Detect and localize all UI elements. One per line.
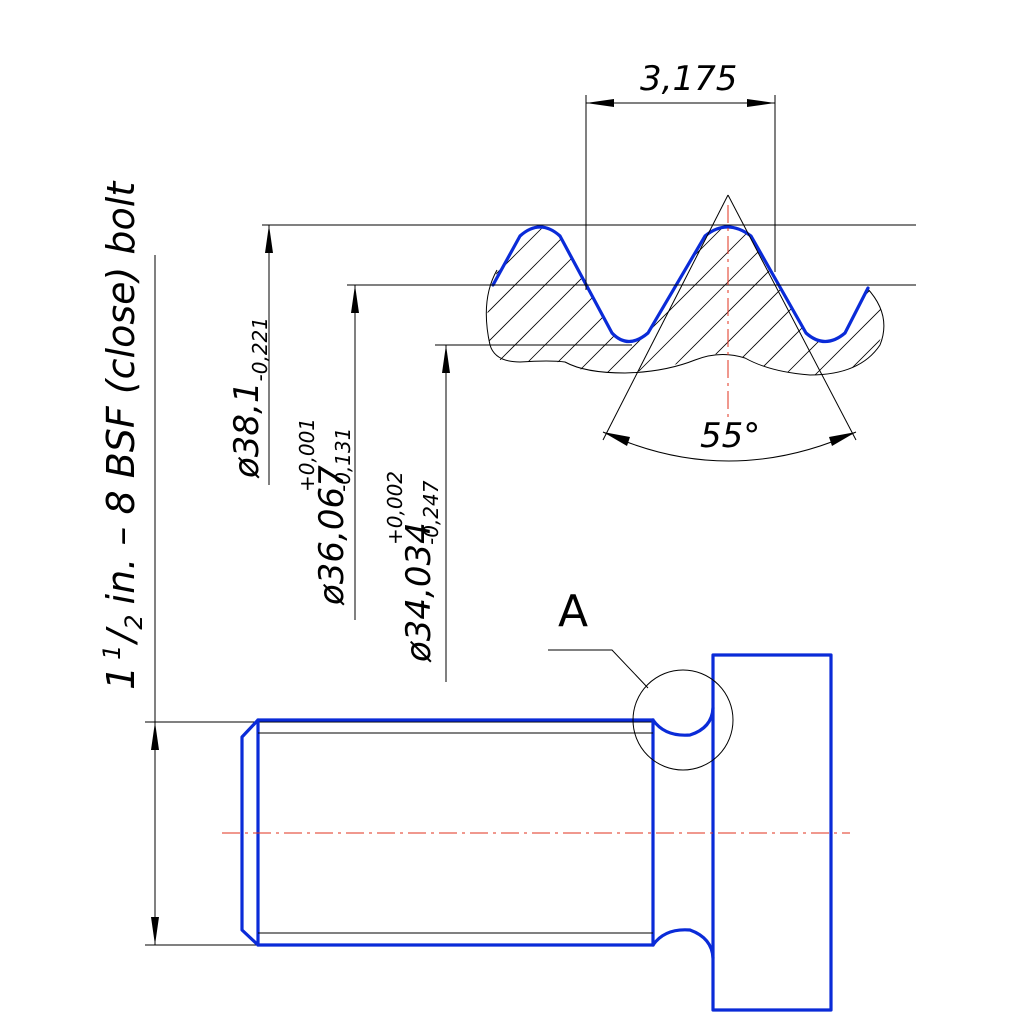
minor-lower-tol: -0,247 bbox=[419, 480, 443, 545]
hatch-line bbox=[819, 228, 884, 375]
bolt-title: 11/2in. – 8 BSF (close) bolt bbox=[98, 180, 655, 946]
hatch-line bbox=[486, 228, 541, 375]
hatch-line bbox=[669, 228, 871, 375]
angle-arc bbox=[602, 431, 857, 462]
pitch-label: 3,175 bbox=[640, 59, 737, 99]
bolt-shank-outline bbox=[240, 718, 655, 947]
thread-crest-profile bbox=[491, 225, 870, 344]
hatch-line bbox=[486, 228, 661, 375]
thread-profile-detail: 3,175 55° bbox=[190, 59, 1024, 462]
hatch-line bbox=[1000, 200, 1024, 400]
section-break-line bbox=[485, 269, 885, 376]
title-arrow-top bbox=[151, 722, 159, 750]
hatch-line bbox=[486, 228, 601, 375]
angle-arrow-right bbox=[829, 432, 856, 446]
detail-a-circle bbox=[632, 669, 734, 771]
angle-label: 55° bbox=[700, 416, 760, 456]
hatch-line bbox=[759, 228, 884, 375]
minor-upper-tol: +0,002 bbox=[383, 471, 407, 545]
title-arrow-bottom bbox=[151, 917, 159, 945]
pitch-arrow-right bbox=[747, 99, 775, 107]
hatch-line bbox=[699, 228, 884, 375]
undercut-bottom bbox=[651, 928, 715, 960]
hatch-line bbox=[940, 200, 1024, 400]
hatch-line bbox=[970, 200, 1024, 400]
angle-arrow-left bbox=[603, 432, 630, 446]
hatch-line bbox=[190, 200, 390, 400]
hatch-line bbox=[789, 228, 884, 375]
undercut-top bbox=[651, 706, 715, 737]
hatch-line bbox=[280, 200, 480, 400]
section-hatching bbox=[190, 200, 1024, 400]
major-arrow bbox=[265, 225, 273, 253]
pitch-diameter-lower-tol: -0,131 bbox=[331, 428, 355, 492]
hatch-line bbox=[729, 228, 884, 375]
detail-a-leader bbox=[548, 649, 649, 689]
hatch-line bbox=[250, 200, 450, 400]
bolt-title-text: 11/2in. – 8 BSF (close) bolt bbox=[98, 180, 148, 690]
hatch-line bbox=[579, 228, 781, 375]
hatch-line bbox=[910, 200, 1024, 400]
bolt-body: A bbox=[222, 586, 850, 1012]
hatch-line bbox=[879, 228, 884, 375]
diameter-dimensions: ø38,1-0,221 ø36,067 +0,001 -0,131 ø34,03… bbox=[227, 225, 450, 682]
hatch-line bbox=[486, 228, 511, 375]
flank-construction-left bbox=[602, 194, 729, 441]
minor-diameter-label: ø34,034 bbox=[399, 522, 439, 663]
major-diameter-label: ø38,1-0,221 bbox=[227, 317, 272, 479]
minor-arrow bbox=[442, 345, 450, 373]
pitch-diameter-label: ø36,067 bbox=[312, 465, 352, 606]
hatch-line bbox=[486, 228, 571, 375]
flank-construction-right bbox=[727, 194, 857, 441]
pitch-diameter-arrow bbox=[351, 285, 359, 313]
pitch-arrow-left bbox=[586, 99, 614, 107]
detail-a-label: A bbox=[558, 586, 588, 637]
pitch-diameter-upper-tol: +0,001 bbox=[295, 418, 319, 492]
hatch-line bbox=[549, 228, 751, 375]
